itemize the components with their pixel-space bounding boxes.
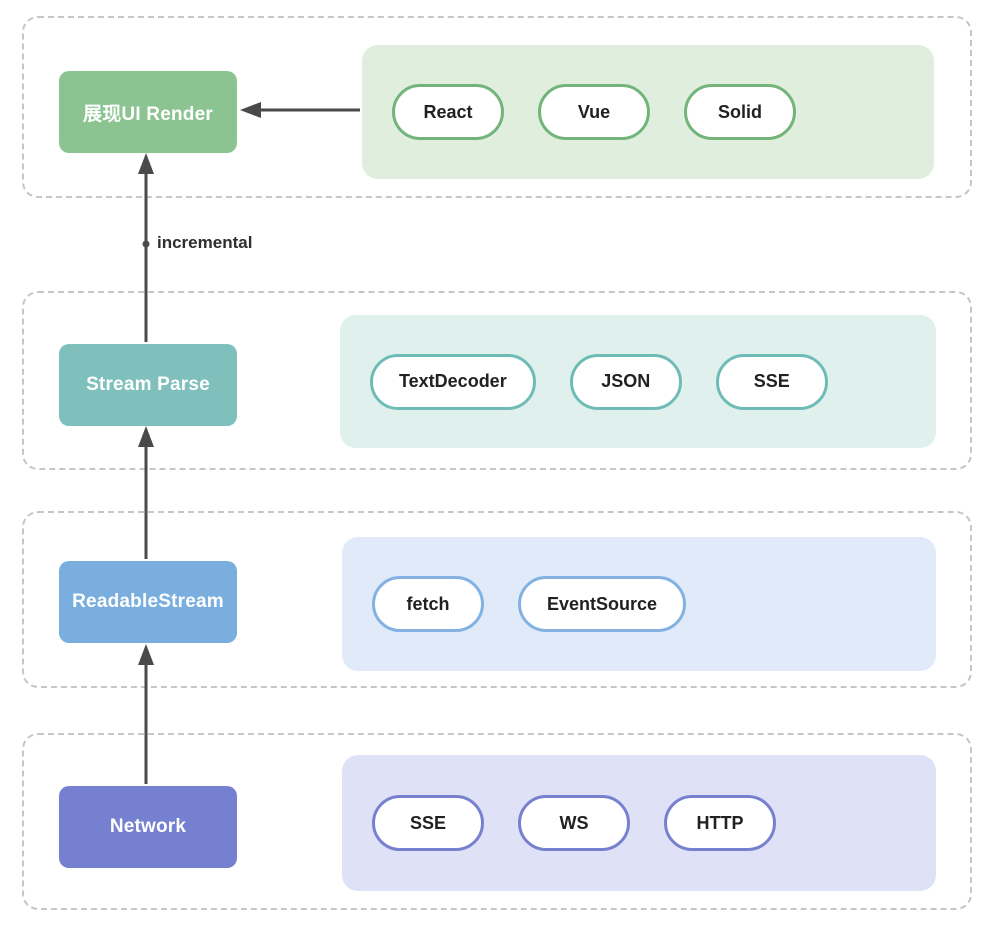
pill-stream-fetch: fetch: [372, 576, 484, 632]
layer-ui: 展现UI Render React Vue Solid: [22, 16, 972, 198]
pill-group-parse: TextDecoder JSON SSE: [340, 315, 936, 448]
pill-network-ws: WS: [518, 795, 630, 851]
edge-label-dot: [142, 240, 150, 248]
pill-ui-react: React: [392, 84, 504, 140]
node-network: Network: [59, 786, 237, 868]
node-ui: 展现UI Render: [59, 71, 237, 153]
pill-ui-vue: Vue: [538, 84, 650, 140]
layer-parse: Stream Parse TextDecoder JSON SSE: [22, 291, 972, 470]
pill-network-sse: SSE: [372, 795, 484, 851]
pill-parse-json: JSON: [569, 353, 682, 410]
node-stream: ReadableStream: [59, 561, 237, 643]
pill-group-network: SSE WS HTTP: [342, 755, 936, 891]
node-parse: Stream Parse: [59, 344, 237, 426]
layer-stream: ReadableStream fetch EventSource: [22, 511, 972, 688]
pill-stream-eventsource: EventSource: [518, 576, 687, 632]
pill-parse-textdecoder: TextDecoder: [370, 353, 536, 410]
pill-group-stream: fetch EventSource: [342, 537, 936, 671]
pill-ui-solid: Solid: [684, 84, 796, 140]
layer-network: Network SSE WS HTTP: [22, 733, 972, 910]
pill-parse-sse: SSE: [715, 353, 828, 410]
edge-label-incremental: incremental: [157, 233, 253, 252]
pill-network-http: HTTP: [664, 795, 776, 851]
pill-group-ui: React Vue Solid: [362, 45, 934, 179]
